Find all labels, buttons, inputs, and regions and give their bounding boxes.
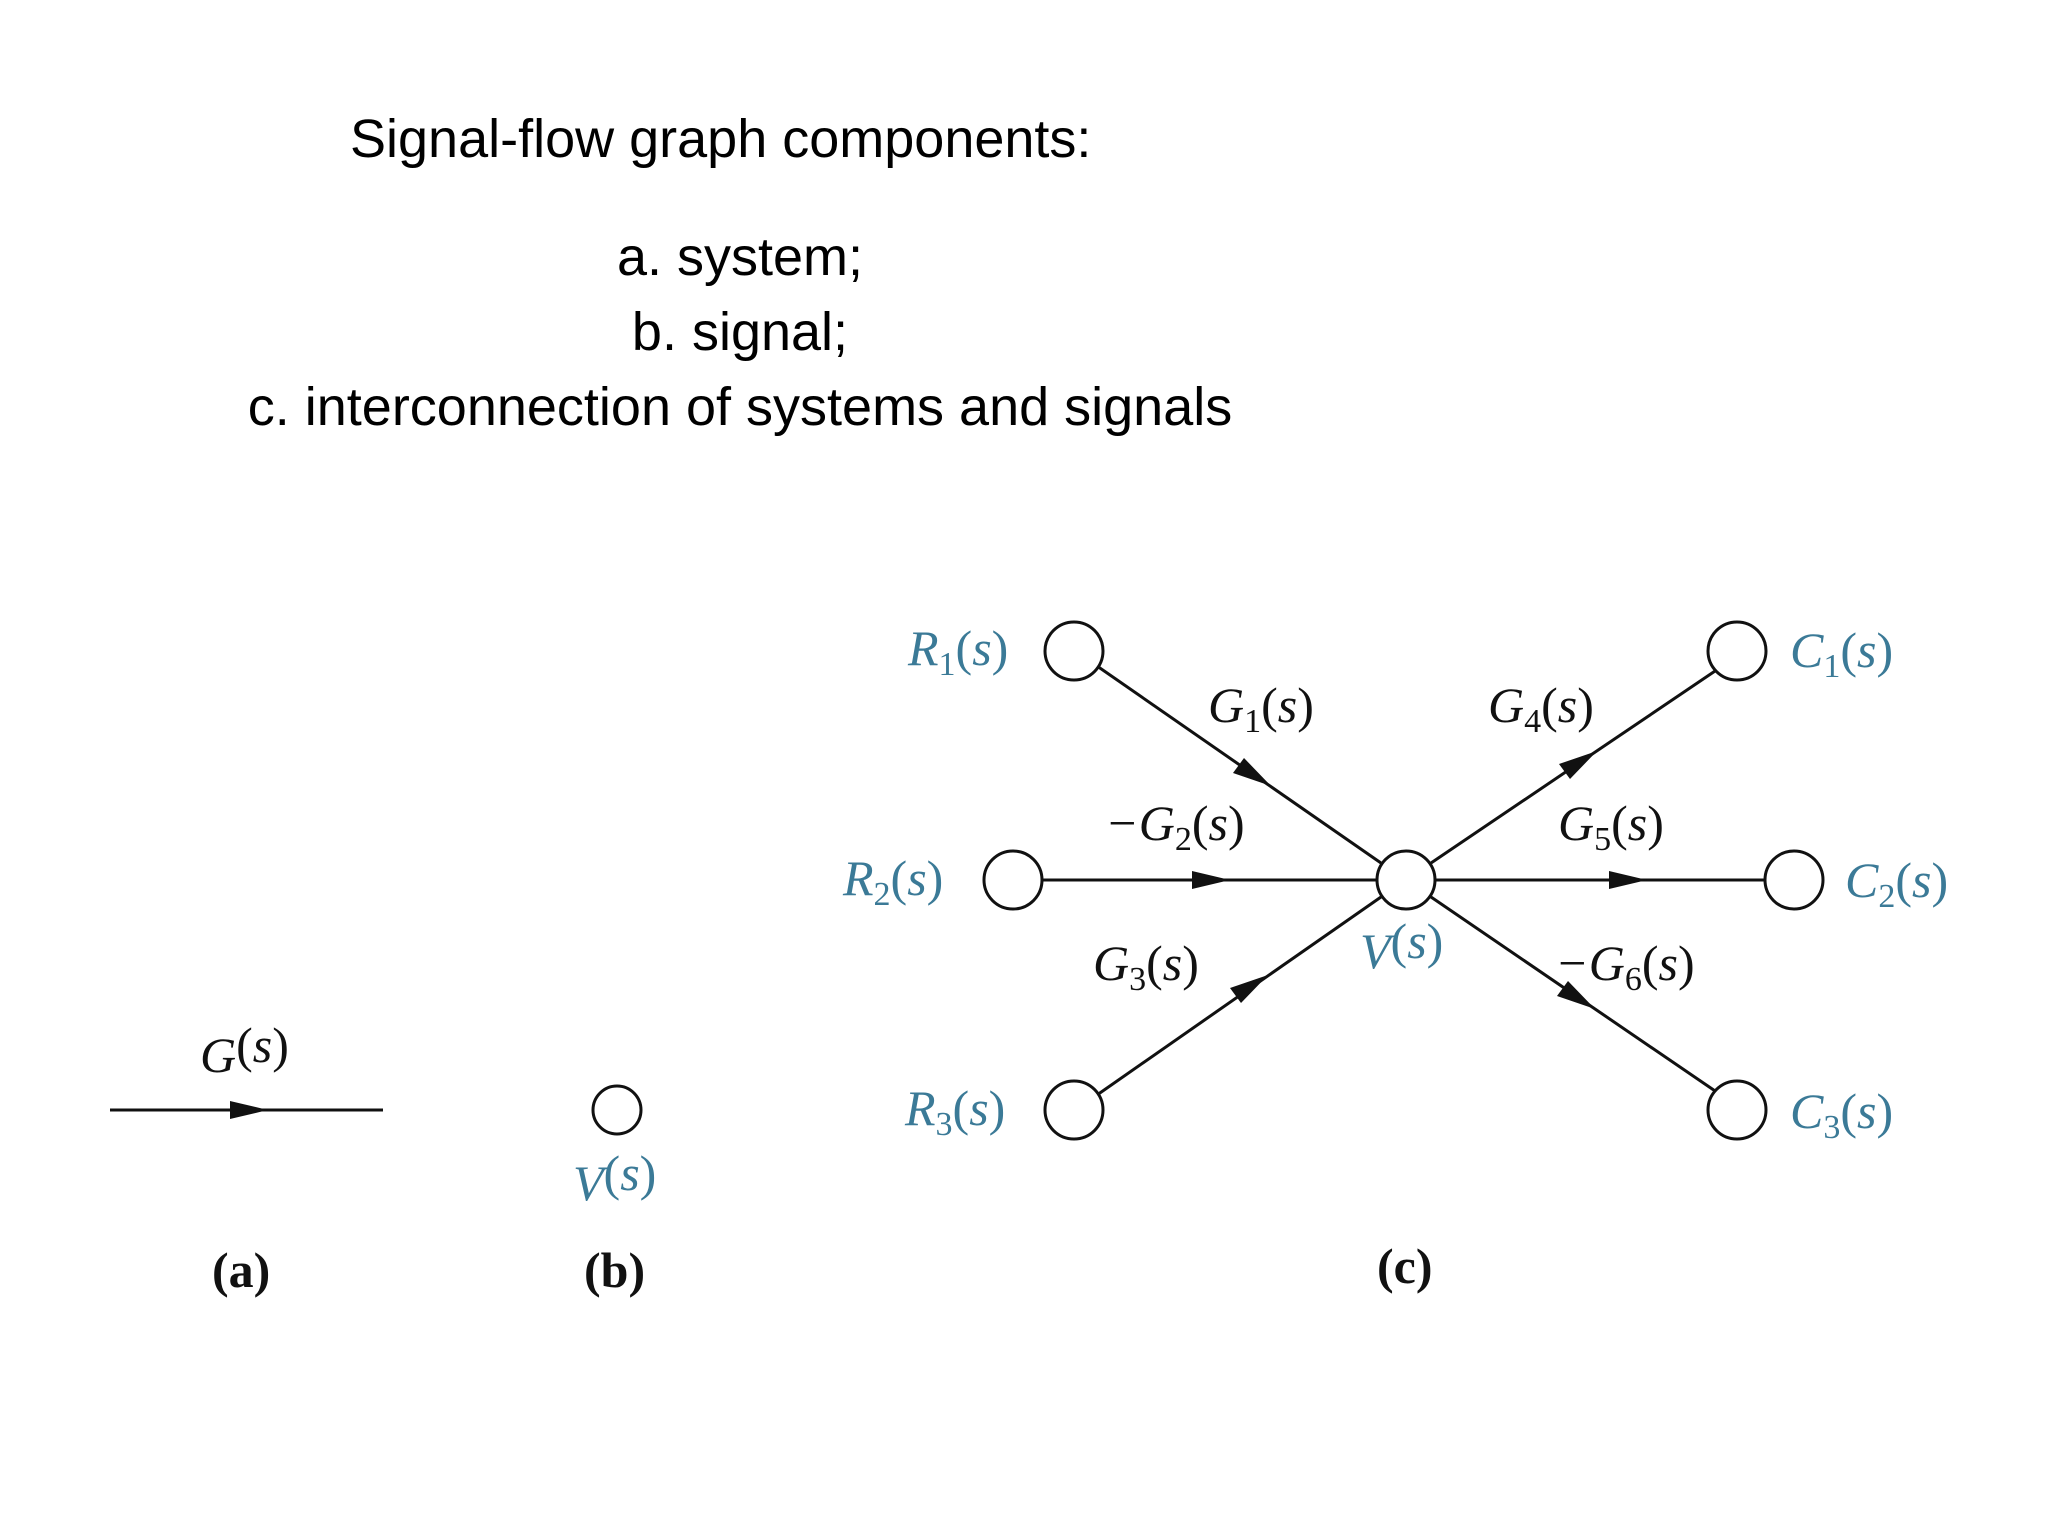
caption-a: (a) (212, 1242, 270, 1298)
edge-r1-v (1096, 664, 1382, 865)
list-item-signal: b. signal; (631, 302, 849, 362)
arrow-g4 (1559, 751, 1597, 779)
node-c2 (1763, 849, 1825, 911)
arrow-g2 (1192, 871, 1230, 889)
node-v (1375, 849, 1437, 911)
input-label-r1: R1(s) (907, 620, 1008, 683)
output-label-c2: C2(s) (1845, 852, 1948, 915)
gain-label-g5: G5(s) (1558, 795, 1664, 858)
branch-a-arrow (230, 1101, 268, 1119)
node-r1 (1043, 620, 1105, 682)
node-c1 (1706, 620, 1768, 682)
node-label-b: V(s) (573, 1145, 656, 1211)
input-label-r3: R3(s) (904, 1080, 1005, 1143)
output-label-c3: C3(s) (1790, 1083, 1893, 1146)
diagram-b-signal: V(s) (b) (573, 1084, 656, 1298)
list-item-system: a. system; (616, 227, 864, 287)
gain-label-g1: G1(s) (1208, 677, 1314, 740)
arrow-g5 (1609, 871, 1647, 889)
arrow-g3 (1230, 975, 1268, 1003)
gain-label-g3: G3(s) (1093, 935, 1199, 998)
gain-label-g6: −G6(s) (1555, 935, 1695, 998)
diagram-c-interconnection: R1(s) R2(s) R3(s) C1(s) C2(s) C3(s) V(s)… (842, 620, 1948, 1294)
node-b (591, 1084, 643, 1136)
caption-b: (b) (584, 1242, 645, 1298)
slide-title: Signal-flow graph components: (350, 109, 1092, 169)
gain-label-g4: G4(s) (1488, 677, 1594, 740)
arrow-g1 (1233, 758, 1271, 786)
node-r3 (1043, 1079, 1105, 1141)
output-label-c1: C1(s) (1790, 622, 1893, 685)
gain-label-g2: −G2(s) (1105, 795, 1245, 858)
caption-c: (c) (1377, 1238, 1433, 1294)
arrow-g6 (1557, 981, 1595, 1009)
node-r2 (982, 849, 1044, 911)
center-node-label: V(s) (1360, 913, 1443, 979)
diagram-a-system: G(s) (a) (110, 1017, 383, 1298)
component-list: a. system; b. signal; c. interconnection… (0, 220, 1480, 445)
gain-label-a: G(s) (200, 1017, 289, 1083)
list-item-interconnection: c. interconnection of systems and signal… (247, 377, 1233, 437)
input-label-r2: R2(s) (842, 850, 943, 913)
node-c3 (1706, 1079, 1768, 1141)
